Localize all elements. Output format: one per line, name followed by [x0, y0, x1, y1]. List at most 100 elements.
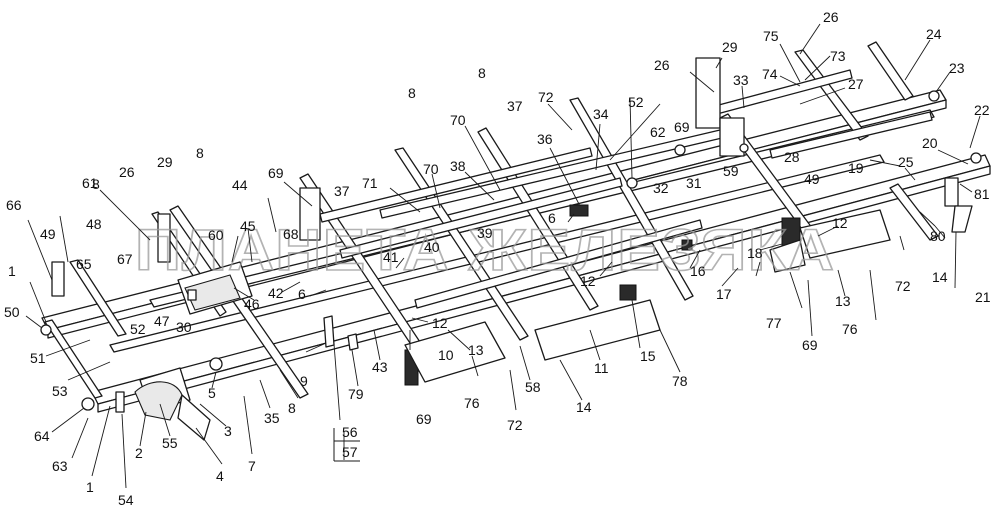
callout-label: 20: [922, 135, 938, 151]
callout-label: 25: [898, 154, 914, 170]
callout-label: 72: [895, 278, 911, 294]
callout-label: 37: [507, 98, 523, 114]
callout-label: 69: [802, 337, 818, 353]
callout-label: 2: [135, 445, 143, 461]
callout-label: 59: [723, 163, 739, 179]
callout-label: 18: [747, 245, 763, 261]
callout-label: 55: [162, 435, 178, 451]
callout-label: 45: [240, 218, 256, 234]
callout-label: 24: [926, 26, 942, 42]
callout-label: 54: [118, 492, 134, 508]
callout-label: 58: [525, 379, 541, 395]
callout-label: 77: [766, 315, 782, 331]
callout-label: 8: [92, 176, 100, 192]
callout-label: 13: [468, 342, 484, 358]
callout-label: 66: [6, 197, 22, 213]
callout-label: 44: [232, 177, 248, 193]
callout-label: 12: [832, 215, 848, 231]
callout-label: 26: [119, 164, 135, 180]
callout-label: 8: [408, 85, 416, 101]
callout-label: 72: [538, 89, 554, 105]
callout-label: 8: [196, 145, 204, 161]
callout-label: 39: [477, 225, 493, 241]
callout-label: 62: [650, 124, 666, 140]
callout-label: 64: [34, 428, 50, 444]
callout-label: 50: [4, 304, 20, 320]
callout-label: 79: [348, 386, 364, 402]
callout-label: 22: [974, 102, 990, 118]
callout-label: 33: [733, 72, 749, 88]
callout-label: 10: [438, 347, 454, 363]
callout-label: 75: [763, 28, 779, 44]
callout-label: 74: [762, 66, 778, 82]
callout-label: 21: [975, 289, 991, 305]
callout-label: 57: [342, 444, 358, 460]
callout-label: 51: [30, 350, 46, 366]
callout-label: 4: [216, 468, 224, 484]
callout-label: 8: [478, 65, 486, 81]
callout-label: 43: [372, 359, 388, 375]
callout-label: 41: [383, 249, 399, 265]
callout-label: 12: [432, 315, 448, 331]
callout-label: 69: [674, 119, 690, 135]
callout-label: 15: [640, 348, 656, 364]
callout-label: 69: [268, 165, 284, 181]
callout-label: 73: [830, 48, 846, 64]
front-nose-section: [81, 261, 253, 441]
callout-label: 76: [842, 321, 858, 337]
callout-label: 6: [548, 210, 556, 226]
callout-label: 3: [224, 423, 232, 439]
callout-label: 19: [848, 160, 864, 176]
callout-labels: 26 75 73 74 24 23 29 27 26 33 8 72 69 22…: [4, 9, 991, 508]
callout-label: 1: [86, 479, 94, 495]
callout-label: 34: [593, 106, 609, 122]
callout-label: 53: [52, 383, 68, 399]
callout-label: 49: [40, 226, 56, 242]
callout-label: 61: [82, 175, 98, 191]
fittings: [40, 90, 982, 413]
stringers: [319, 69, 933, 339]
callout-label: 56: [342, 424, 358, 440]
main-rails: [41, 89, 991, 413]
callout-label: 32: [653, 180, 669, 196]
callout-label: 6: [298, 286, 306, 302]
callout-label: 70: [450, 112, 466, 128]
lower-boxes: [404, 209, 891, 383]
callout-label: 14: [576, 399, 592, 415]
callout-label: 67: [117, 251, 133, 267]
callout-label: 71: [362, 175, 378, 191]
callout-label: 31: [686, 175, 702, 191]
callout-label: 63: [52, 458, 68, 474]
callout-label: 52: [628, 94, 644, 110]
callout-label: 12: [580, 273, 596, 289]
callout-label: 23: [949, 60, 965, 76]
callout-label: 49: [804, 171, 820, 187]
callout-label: 1: [8, 263, 16, 279]
callout-label: 38: [450, 158, 466, 174]
callout-label: 81: [974, 186, 990, 202]
callout-label: 80: [930, 228, 946, 244]
callout-label: 27: [848, 76, 864, 92]
callout-label: 47: [154, 313, 170, 329]
callout-label: 30: [176, 319, 192, 335]
leader-lines: [25, 23, 981, 489]
callout-label: 36: [537, 131, 553, 147]
callout-label: 76: [464, 395, 480, 411]
callout-label: 35: [264, 410, 280, 426]
callout-label: 70: [423, 161, 439, 177]
callout-label: 8: [288, 400, 296, 416]
callout-label: 17: [716, 286, 732, 302]
callout-label: 37: [334, 183, 350, 199]
callout-label: 42: [268, 285, 284, 301]
callout-label: 26: [654, 57, 670, 73]
callout-label: 69: [416, 411, 432, 427]
callout-label: 7: [248, 458, 256, 474]
callout-label: 28: [784, 149, 800, 165]
callout-label: 65: [76, 256, 92, 272]
callout-label: 11: [594, 360, 609, 376]
callout-label: 78: [672, 373, 688, 389]
callout-label: 48: [86, 216, 102, 232]
callout-label: 52: [130, 321, 146, 337]
callout-label: 29: [157, 154, 173, 170]
